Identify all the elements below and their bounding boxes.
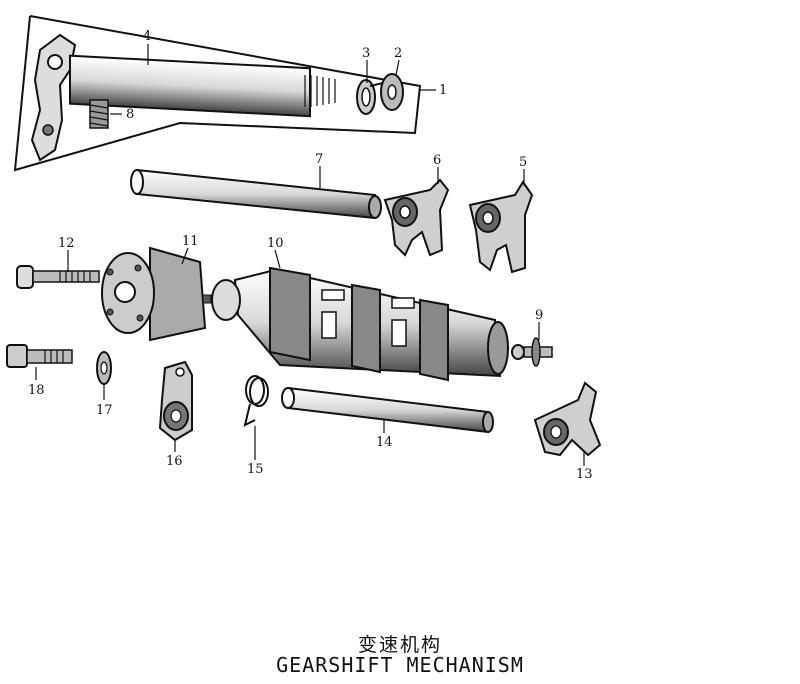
callout-labels: 4 3 2 1 8 7 6 5 12 11 10 9 18 17 16 15 1… <box>28 29 593 482</box>
callout-15: 15 <box>247 462 264 477</box>
callout-7: 7 <box>315 152 323 167</box>
callout-3: 3 <box>362 46 370 61</box>
fork-shaft-lower-part <box>281 386 494 434</box>
callout-10: 10 <box>267 236 284 251</box>
callout-6: 6 <box>433 153 441 168</box>
gearshift-shaft-part <box>30 33 336 162</box>
callout-9: 9 <box>535 308 543 323</box>
callout-18: 18 <box>28 383 45 398</box>
washer-part <box>380 73 404 111</box>
callout-14: 14 <box>376 435 393 450</box>
shift-fork-5-part <box>468 180 534 274</box>
caption-chinese: 变速机构 <box>357 634 442 656</box>
washer-17-part <box>96 351 112 385</box>
callout-1: 1 <box>439 83 447 98</box>
circlip-part <box>356 79 384 115</box>
callout-11: 11 <box>182 234 199 249</box>
fork-shaft-upper-part <box>130 168 382 220</box>
pin-part <box>511 337 553 367</box>
shift-fork-13-part <box>533 381 602 457</box>
shift-shaft-assembly-frame <box>13 15 422 172</box>
leader-lines <box>35 44 585 466</box>
callout-17: 17 <box>96 403 113 418</box>
callout-4: 4 <box>143 29 151 44</box>
stopper-arm-part <box>158 360 193 442</box>
return-spring-part <box>89 99 109 129</box>
shift-drum-part <box>211 266 509 382</box>
torsion-spring-part <box>243 375 269 427</box>
callout-5: 5 <box>519 155 527 170</box>
callout-8: 8 <box>126 107 134 122</box>
callout-16: 16 <box>166 454 183 469</box>
shift-fork-6-part <box>383 178 450 257</box>
callout-12: 12 <box>58 236 75 251</box>
callout-13: 13 <box>576 467 593 482</box>
caption-english: GEARSHIFT MECHANISM <box>276 653 524 677</box>
flange-bolt-part <box>6 344 73 368</box>
callout-2: 2 <box>394 46 402 61</box>
bolt-12-part <box>16 265 100 289</box>
shift-drum-cam-part <box>101 246 212 342</box>
